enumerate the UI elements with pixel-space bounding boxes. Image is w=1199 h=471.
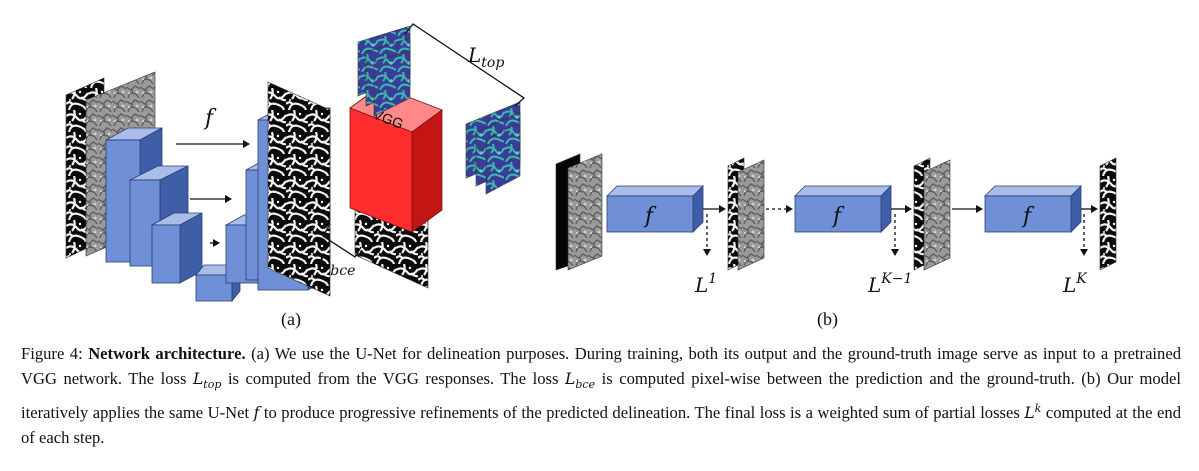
caption-text-1: (a) We use the U-Net for delineation pur… (21, 344, 1181, 388)
loss-bce-label-sub: bce (330, 263, 355, 279)
vgg-front (349, 107, 413, 233)
loss-top-label: Ltop (467, 43, 504, 71)
skip-arrow-2-head (225, 195, 232, 203)
b-arrow-out-1-head (719, 205, 726, 213)
ltop-bracket (404, 23, 526, 107)
b-loss-label-3-sup: K (1075, 271, 1088, 287)
skip-arrow-3-head (213, 239, 220, 247)
encoder-block-3-front (151, 224, 181, 284)
vgg-feature-map-right-3 (485, 121, 521, 195)
b-loss-label-1: L1 (694, 271, 717, 297)
vgg-side (411, 109, 443, 233)
caption-math-lk-symbol: L (1024, 404, 1035, 423)
caption-text-2: is computed from the VGG responses. The … (221, 368, 566, 388)
panel-a-label: (a) (281, 309, 301, 329)
b-loss-label-2: LK−1 (867, 271, 912, 297)
figure-caption: Figure 4: Network architecture. (a) We u… (21, 342, 1181, 451)
b-unet-block-3-front (984, 195, 1072, 233)
caption-math-lbce-symbol: L (565, 369, 576, 388)
b-unet-block-2-top (794, 185, 892, 197)
loss-top-label-sub: top (481, 55, 504, 71)
b-arrow-next-2-head (976, 205, 983, 213)
b-loss-label-1-sup: 1 (708, 271, 717, 287)
b-unet-block-1-front (606, 195, 694, 233)
b-loss-arrow-1-head (703, 249, 711, 256)
b-loss-label-3: LK (1062, 271, 1088, 297)
b-loss-label-2-sup: K−1 (880, 271, 912, 287)
vgg-feature-map-top-3 (373, 49, 411, 117)
caption-math-lk: Lk (1024, 402, 1042, 423)
caption-math-ltop: Ltop (193, 369, 222, 391)
b-arrow-next-1-head (786, 205, 793, 213)
caption-math-ltop-sub: top (203, 377, 222, 391)
b-arrow-out-3-head (1091, 205, 1098, 213)
caption-math-f: f (253, 404, 260, 423)
caption-math-ltop-symbol: L (193, 369, 204, 388)
b-loss-arrow-2-head (891, 249, 899, 256)
b-loss-arrow-3-head (1080, 249, 1088, 256)
caption-math-lbce-sub: bce (575, 377, 596, 391)
b-unet-block-2-front (794, 195, 882, 233)
caption-title: Network architecture. (88, 344, 246, 363)
b-output-mask-3 (1099, 157, 1117, 271)
caption-text-4: to produce progressive refinements of th… (259, 403, 1025, 423)
b-unet-block-3-top (984, 185, 1082, 197)
lbce-bracket (322, 223, 362, 258)
unet-f-label: f (203, 106, 217, 131)
loss-bce-label: Lbce (316, 251, 355, 279)
skip-arrow-1-head (243, 140, 250, 148)
caption-text-5: computed at the end of each step. (21, 403, 1181, 448)
b-arrow-out-2-head (905, 205, 912, 213)
prediction-image (267, 81, 331, 297)
b-unet-block-1-top (606, 185, 704, 197)
panel-b-label: (b) (817, 309, 838, 329)
caption-prefix: Figure 4: (21, 344, 89, 363)
caption-text-3: is computed pixel-wise between the predi… (21, 368, 1181, 423)
b-input-micrograph (567, 153, 603, 271)
caption-math-lbce: Lbce (565, 369, 596, 391)
caption-math-lk-sup: k (1034, 402, 1042, 416)
b-output-image-1 (737, 159, 765, 271)
b-output-image-2 (923, 159, 951, 271)
